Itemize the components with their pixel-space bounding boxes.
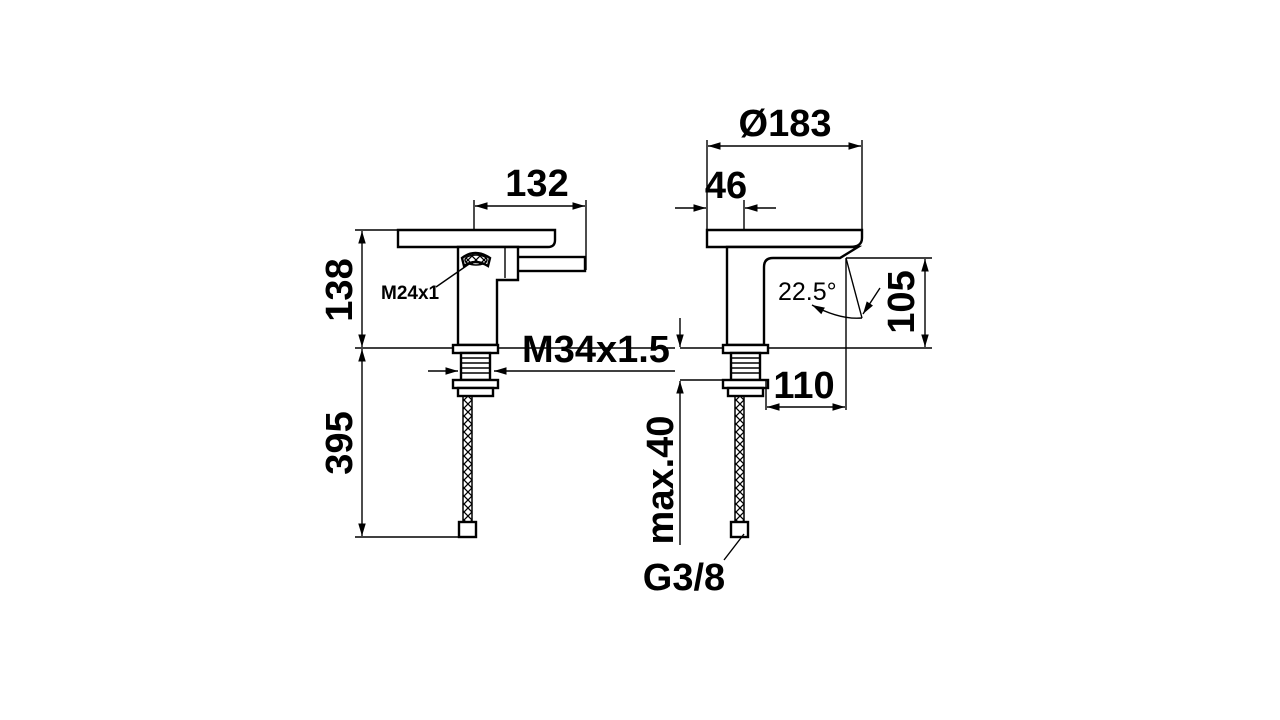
m24-leader: [435, 261, 473, 288]
front-lock-nut: [721, 378, 770, 390]
front-washer: [726, 386, 765, 398]
front-hose-fitting: [729, 520, 750, 539]
dim-105-label: 105: [881, 270, 923, 333]
dim-diameter-label: Ø183: [739, 103, 832, 145]
angle-line-spout: [845, 257, 863, 319]
front-threaded-shank: [729, 351, 762, 382]
aerator-hatch: [464, 254, 488, 266]
side-hose: [462, 395, 473, 523]
side-view: 138 395 M24x1 132: [319, 163, 675, 539]
aerator-thread-label: M24x1: [381, 283, 440, 304]
side-handle-plate: [396, 228, 557, 249]
dim-395-label: 395: [319, 411, 361, 474]
angle-arc: [811, 304, 863, 319]
front-thread-lines: [731, 357, 760, 374]
front-nut-top: [721, 343, 770, 355]
shank-thread-label: M34x1.5: [522, 329, 670, 371]
dim-132-label: 132: [505, 163, 568, 205]
front-handle-plate: [705, 228, 864, 249]
front-hose: [734, 395, 745, 523]
dim-46-label: 46: [705, 165, 747, 207]
angle-arrow-right: [862, 287, 881, 315]
front-body: [725, 245, 863, 347]
dim-max40-label: max.40: [640, 416, 682, 545]
side-lock-nut: [451, 378, 500, 390]
side-hose-fitting: [457, 520, 478, 539]
side-washer: [456, 386, 495, 398]
dim-110-label: 110: [773, 365, 834, 407]
dim-138-label: 138: [319, 258, 361, 321]
side-thread-lines: [461, 357, 490, 374]
shank-thread-dimension: M34x1.5: [428, 329, 675, 375]
side-threaded-shank: [459, 351, 492, 382]
side-lever: [513, 255, 587, 273]
side-nut-top: [451, 343, 500, 355]
connection-label: G3/8: [643, 557, 725, 599]
g38-leader: [723, 533, 745, 561]
angle-label: 22.5°: [778, 278, 837, 306]
front-view: max.40 Ø183 46 105 22.5°: [640, 103, 932, 599]
